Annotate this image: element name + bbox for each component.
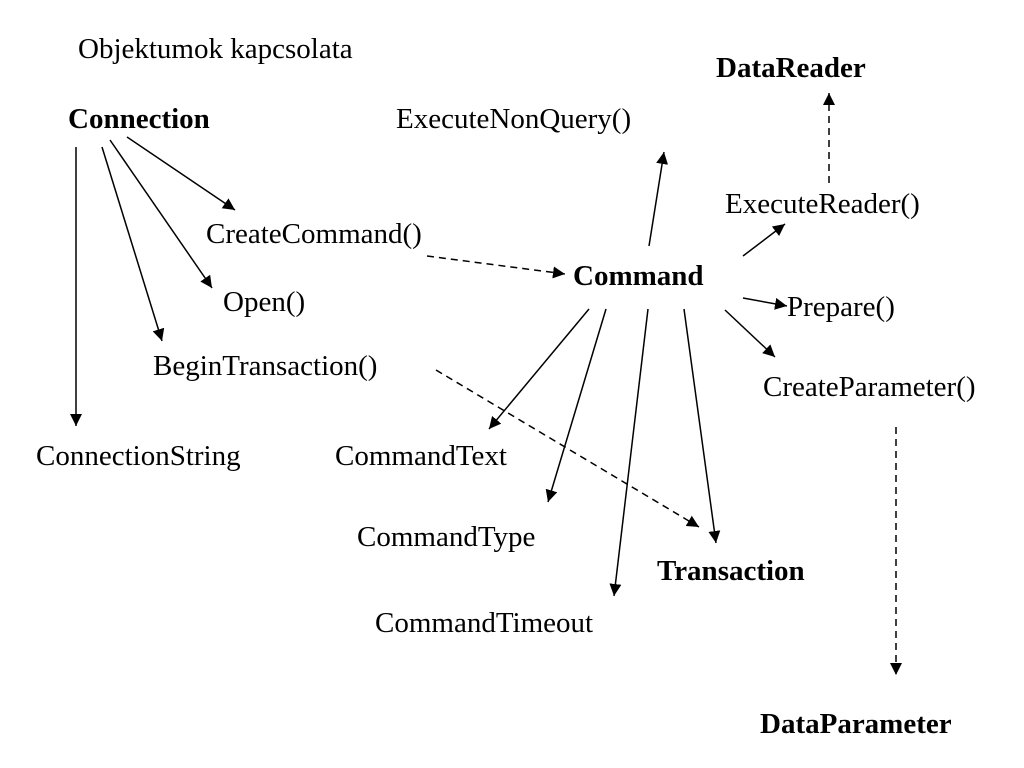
edge-connection-to-open	[109, 139, 213, 289]
edge-command-to-execute-non-query	[648, 151, 669, 247]
edge-create-command-to-command	[426, 255, 566, 279]
node-command: Command	[573, 260, 704, 292]
node-datareader: DataReader	[716, 52, 866, 84]
edge-command-to-create-parameter	[724, 309, 776, 358]
node-command-type: CommandType	[357, 521, 535, 553]
node-connection-string: ConnectionString	[36, 440, 241, 472]
node-prepare: Prepare()	[787, 291, 895, 323]
node-create-parameter: CreateParameter()	[763, 371, 976, 403]
node-begin-transaction: BeginTransaction()	[153, 350, 377, 382]
edge-begin-transaction-to-transaction	[435, 369, 700, 528]
edge-command-to-transaction	[683, 308, 721, 544]
edge-command-to-command-text	[488, 308, 590, 430]
diagram-title: Objektumok kapcsolata	[78, 33, 353, 65]
edge-command-to-execute-reader	[742, 223, 786, 257]
edge-command-to-command-timeout	[609, 308, 649, 597]
node-command-text: CommandText	[335, 440, 507, 472]
edge-connection-to-begin-transaction	[101, 146, 165, 342]
edge-command-to-prepare	[742, 297, 788, 310]
edge-command-to-command-type	[545, 308, 607, 503]
node-command-timeout: CommandTimeout	[375, 607, 593, 639]
edge-connection-to-create-command	[126, 136, 236, 211]
node-transaction: Transaction	[657, 555, 805, 587]
node-execute-reader: ExecuteReader()	[725, 188, 920, 220]
node-execute-non-query: ExecuteNonQuery()	[396, 103, 631, 135]
node-dataparameter: DataParameter	[760, 708, 952, 740]
node-connection: Connection	[68, 103, 210, 135]
node-open: Open()	[223, 286, 305, 318]
node-create-command: CreateCommand()	[206, 218, 422, 250]
